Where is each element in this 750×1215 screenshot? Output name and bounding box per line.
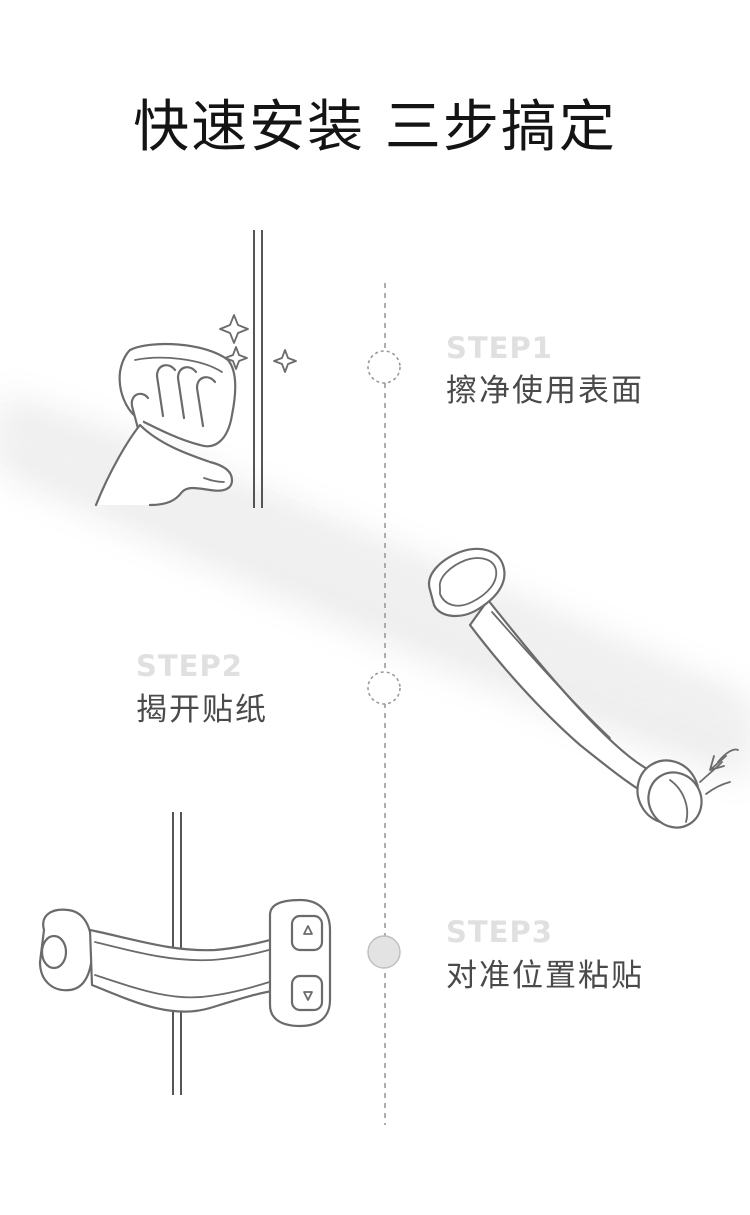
step2-text: 揭开贴纸 xyxy=(136,692,268,728)
step1-text: 擦净使用表面 xyxy=(446,373,644,409)
step3-marker xyxy=(367,935,401,969)
step1-marker xyxy=(367,350,401,384)
page-title: 快速安装 三步搞定 xyxy=(133,95,617,160)
lock-mounted-icon xyxy=(38,812,332,1095)
step2-marker xyxy=(367,671,401,705)
step3-number: STEP3 xyxy=(446,915,553,949)
hand-wiping-icon xyxy=(94,230,297,508)
step2-number: STEP2 xyxy=(136,649,243,683)
step3-text: 对准位置粘贴 xyxy=(446,958,644,994)
lock-peel-sticker-icon xyxy=(427,547,739,829)
step1-number: STEP1 xyxy=(446,331,553,365)
